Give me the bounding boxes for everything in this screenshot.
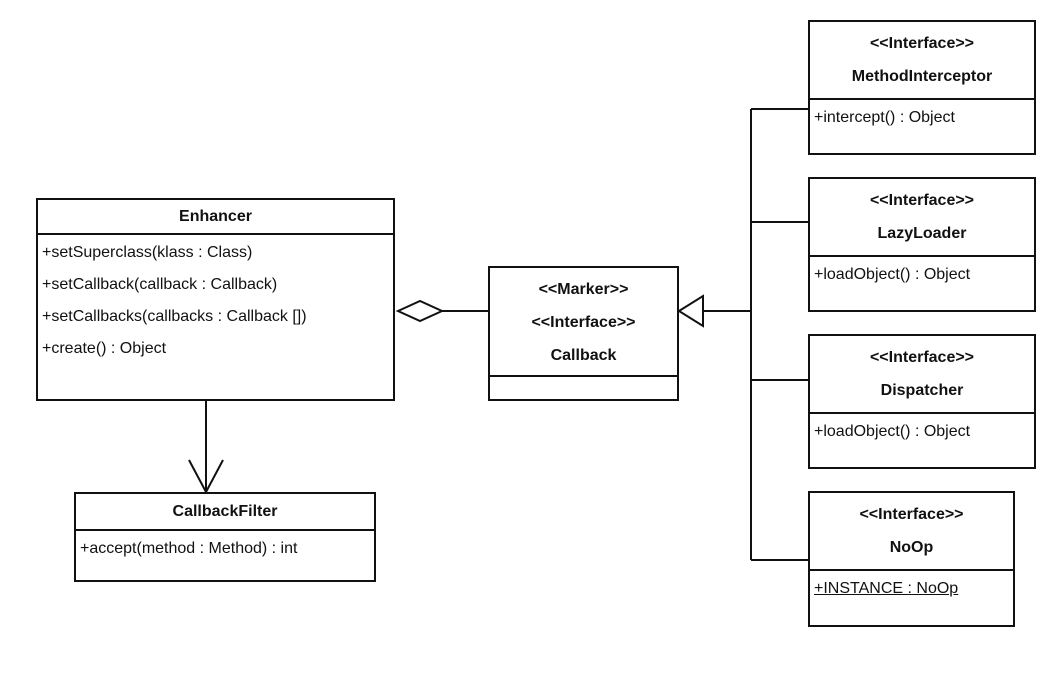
stereotype: <<Interface>>: [869, 192, 975, 209]
interface-methodinterceptor-methods: +intercept() : Object: [810, 100, 1034, 134]
stereotype: <<Interface>>: [869, 349, 975, 366]
association-enhancer-callbackfilter: [188, 401, 224, 495]
interface-lazyloader: <<Interface>> LazyLoader +loadObject() :…: [808, 177, 1036, 312]
class-callbackfilter-methods: +accept(method : Method) : int: [76, 531, 374, 565]
interface-lazyloader-header: <<Interface>> LazyLoader: [810, 179, 1034, 257]
aggregation-diamond: [395, 299, 445, 323]
class-name: CallbackFilter: [172, 503, 278, 520]
stereotype: <<Interface>>: [531, 314, 636, 331]
interface-methodinterceptor: <<Interface>> MethodInterceptor +interce…: [808, 20, 1036, 155]
aggregation-enhancer-callback: [395, 299, 489, 323]
class-name: LazyLoader: [877, 225, 967, 242]
class-name: NoOp: [889, 539, 934, 556]
class-enhancer-header: Enhancer: [38, 200, 393, 235]
static-attribute: +INSTANCE : NoOp: [814, 580, 959, 597]
class-name: Callback: [550, 347, 617, 364]
method: +intercept() : Object: [814, 109, 955, 126]
class-enhancer: Enhancer +setSuperclass(klass : Class) +…: [36, 198, 395, 401]
interface-methodinterceptor-header: <<Interface>> MethodInterceptor: [810, 22, 1034, 100]
interface-dispatcher-methods: +loadObject() : Object: [810, 414, 1034, 448]
class-callbackfilter-header: CallbackFilter: [76, 494, 374, 531]
interface-noop-header: <<Interface>> NoOp: [810, 493, 1013, 571]
class-callback: <<Marker>> <<Interface>> Callback: [488, 266, 679, 401]
interface-dispatcher: <<Interface>> Dispatcher +loadObject() :…: [808, 334, 1036, 469]
stereotype: <<Interface>>: [869, 35, 975, 52]
interface-lazyloader-methods: +loadObject() : Object: [810, 257, 1034, 291]
method: +setCallback(callback : Callback): [42, 276, 278, 293]
interface-noop-attributes: +INSTANCE : NoOp: [810, 571, 1013, 605]
stereotype: <<Marker>>: [538, 281, 629, 298]
class-name: Dispatcher: [880, 382, 964, 399]
method: +setCallbacks(callbacks : Callback []): [42, 308, 307, 325]
class-callback-header: <<Marker>> <<Interface>> Callback: [490, 268, 677, 377]
method: +loadObject() : Object: [814, 423, 971, 440]
method: +create() : Object: [42, 340, 167, 357]
method: +setSuperclass(klass : Class): [42, 244, 253, 261]
realization-triangle: [677, 294, 704, 328]
class-enhancer-methods: +setSuperclass(klass : Class) +setCallba…: [38, 235, 393, 365]
method: +accept(method : Method) : int: [80, 540, 298, 557]
stereotype: <<Interface>>: [859, 506, 964, 523]
realization-tree: [677, 108, 808, 561]
class-callbackfilter: CallbackFilter +accept(method : Method) …: [74, 492, 376, 582]
method: +loadObject() : Object: [814, 266, 971, 283]
class-name: Enhancer: [179, 208, 252, 225]
class-name: MethodInterceptor: [851, 68, 993, 85]
interface-noop: <<Interface>> NoOp +INSTANCE : NoOp: [808, 491, 1015, 627]
interface-dispatcher-header: <<Interface>> Dispatcher: [810, 336, 1034, 414]
